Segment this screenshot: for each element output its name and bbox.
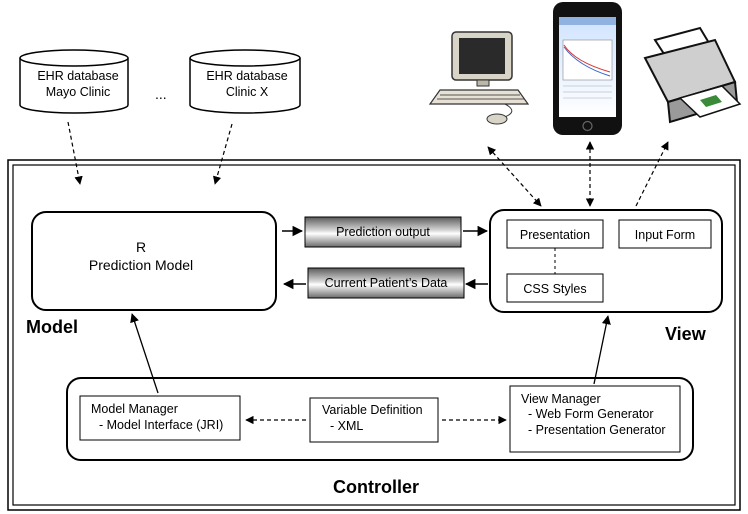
controller-to-view-arrow (593, 315, 611, 385)
controller-to-model-arrow (130, 313, 159, 394)
presentation-box (506, 219, 604, 249)
database-mayo-clinic: EHR database Mayo Clinic (19, 49, 129, 114)
smartphone-icon (553, 2, 622, 135)
model-label: Model (26, 317, 78, 337)
presentation-label: Presentation (520, 228, 590, 242)
current-patient-data-bar (307, 267, 465, 299)
db2-arrow (213, 123, 233, 185)
view-manager-box (509, 385, 681, 453)
variable-definition-line2: - XML (330, 419, 363, 433)
view-manager-line1: View Manager (521, 392, 601, 406)
input-form-box (618, 219, 712, 249)
model-box-line2: Prediction Model (89, 257, 193, 273)
computer-icon (428, 31, 530, 125)
model-manager-line1: Model Manager (91, 402, 178, 416)
current-patient-data-label: Current Patient’s Data (325, 276, 448, 290)
prediction-output-bar (304, 216, 462, 248)
db-ellipsis: ... (155, 86, 167, 102)
db1-line1: EHR database (37, 69, 118, 83)
db1-arrow (67, 121, 83, 185)
db2-line1: EHR database (206, 69, 287, 83)
computer-link-arrow (487, 146, 542, 207)
prediction-output-label: Prediction output (336, 225, 430, 239)
model-manager-box (79, 395, 241, 441)
view-manager-line3: - Presentation Generator (528, 423, 666, 437)
css-styles-label: CSS Styles (523, 282, 586, 296)
db2-line2: Clinic X (226, 85, 269, 99)
printer-icon (643, 26, 742, 124)
printer-link-arrow (635, 141, 669, 207)
input-form-label: Input Form (635, 228, 695, 242)
variable-definition-line1: Variable Definition (322, 403, 423, 417)
model-manager-line2: - Model Interface (JRI) (99, 418, 223, 432)
database-clinic-x: EHR database Clinic X (189, 49, 301, 114)
system-inner-frame (12, 164, 736, 506)
variable-definition-box (309, 397, 439, 443)
model-box-line1: R (136, 239, 146, 255)
view-manager-line2: - Web Form Generator (528, 407, 654, 421)
view-label: View (665, 324, 707, 344)
system-frame (7, 159, 741, 511)
css-styles-box (506, 273, 604, 303)
controller-label: Controller (333, 477, 419, 497)
db1-line2: Mayo Clinic (46, 85, 111, 99)
prediction-model-box (31, 211, 277, 311)
